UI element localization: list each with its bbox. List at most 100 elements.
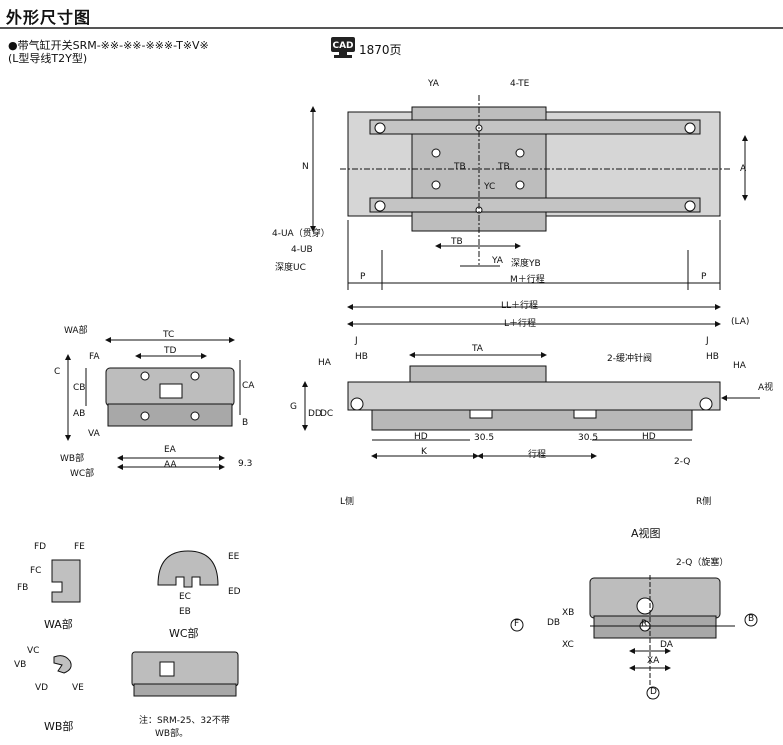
note-line2: WB部。	[155, 729, 189, 739]
detail-note-body	[131, 651, 239, 697]
detail-wa-caption: WA部	[44, 618, 73, 631]
detail-fb-label: FB	[17, 583, 29, 593]
end-cb-label: CB	[73, 383, 86, 393]
a-view-xc-label: XC	[562, 640, 574, 650]
detail-vd-label: VD	[35, 683, 49, 693]
front-a-view-label: A视	[758, 383, 774, 393]
top-tb-left-label: TB	[454, 162, 466, 172]
front-view-base	[371, 409, 693, 431]
a-view-b-label: B	[748, 614, 755, 624]
l-side-label: L侧	[340, 497, 355, 507]
top-yc-label: YC	[484, 182, 496, 192]
front-stroke-label: 行程	[528, 450, 547, 460]
front-k-label: K	[421, 447, 427, 457]
front-ha-right-label: HA	[733, 361, 746, 371]
front-ta-label: TA	[472, 344, 483, 354]
end-td-label: TD	[164, 346, 177, 356]
top-p-right-label: P	[701, 272, 707, 282]
front-q-label: 2-Q	[674, 457, 691, 467]
a-view-q-label: 2-Q（旋塞）	[676, 558, 729, 568]
front-valve-label: 2-缓冲针阀	[607, 354, 652, 364]
end-va-label: VA	[88, 429, 100, 439]
a-view-d-label: D	[650, 687, 657, 697]
front-dc-label: DC	[320, 409, 334, 419]
top-view	[310, 95, 748, 290]
top-ua-label: 4-UA（贯穿）	[272, 229, 330, 239]
end-ea-label: EA	[164, 445, 176, 455]
detail-wb	[53, 655, 72, 674]
detail-wb-caption: WB部	[44, 720, 74, 733]
end-wc-label: WC部	[70, 469, 95, 479]
cad-badge-text: CAD	[332, 41, 353, 51]
end-ca-label: CA	[242, 381, 255, 391]
end-93-label: 9.3	[238, 459, 253, 469]
end-fa-label: FA	[89, 352, 100, 362]
detail-wc	[157, 550, 219, 588]
front-dd-label: DD	[308, 409, 322, 419]
detail-eb-label: EB	[179, 607, 191, 617]
end-view	[65, 337, 241, 470]
model-heading-line1: ●带气缸开关SRM-※※-※※-※※※-T※V※	[8, 39, 209, 52]
top-m-label: M＋行程	[510, 275, 545, 285]
front-305b-label: 30.5	[578, 433, 599, 443]
front-g-label: G	[290, 402, 297, 412]
a-view-db-label: DB	[547, 618, 561, 628]
top-a-label: A	[740, 164, 747, 174]
detail-ec-label: EC	[179, 592, 191, 602]
front-hd-right-label: HD	[642, 432, 656, 442]
front-ha-left-label: HA	[318, 358, 331, 368]
end-ab-label: AB	[73, 409, 86, 419]
top-uc-label: 深度UC	[275, 263, 306, 273]
end-wa-label: WA部	[64, 326, 88, 336]
detail-ee-label: EE	[228, 552, 240, 562]
end-c-label: C	[54, 367, 61, 377]
detail-vc-label: VC	[27, 646, 40, 656]
detail-vb-label: VB	[14, 660, 27, 670]
title-underline	[0, 27, 783, 29]
model-heading-line2: (L型导线T2Y型)	[8, 52, 88, 65]
end-wb-label: WB部	[60, 454, 85, 464]
front-l-label: L＋行程	[504, 319, 537, 329]
top-te-label: 4-TE	[510, 79, 530, 89]
end-tc-label: TC	[163, 330, 175, 340]
detail-wa	[51, 559, 81, 603]
top-tb-bottom-label: TB	[451, 237, 463, 247]
detail-wc-caption: WC部	[169, 627, 199, 640]
a-view	[510, 575, 758, 700]
top-ya-bottom-label: YA	[492, 256, 503, 266]
detail-ed-label: ED	[228, 587, 241, 597]
top-n-label: N	[302, 162, 309, 172]
detail-fd-label: FD	[34, 542, 47, 552]
front-hd-left-label: HD	[414, 432, 428, 442]
note-line1: 注：SRM-25、32不带	[139, 716, 230, 726]
detail-fc-label: FC	[30, 566, 42, 576]
front-hb-right-label: HB	[706, 352, 719, 362]
a-view-xa-label: XA	[647, 656, 660, 666]
front-ll-label: LL＋行程	[501, 301, 539, 311]
page-title: 外形尺寸图	[6, 8, 92, 27]
front-view	[302, 304, 760, 459]
a-view-r-label: R	[641, 619, 648, 629]
a-view-f-label: F	[514, 619, 520, 629]
end-aa-label: AA	[164, 460, 177, 470]
front-j-right-label: J	[706, 336, 709, 346]
top-tb-right-label: TB	[498, 162, 510, 172]
a-view-da-label: DA	[660, 640, 673, 650]
top-ub-label: 4-UB	[291, 245, 313, 255]
cad-icon[interactable]: CAD	[330, 36, 356, 64]
front-la-label: (LA)	[731, 317, 750, 327]
front-view-rail	[347, 381, 721, 411]
front-hb-left-label: HB	[355, 352, 368, 362]
top-yb-label: 深度YB	[511, 259, 541, 269]
top-p-left-label: P	[360, 272, 366, 282]
model-heading: ●带气缸开关SRM-※※-※※-※※※-T※V※ (L型导线T2Y型)	[8, 39, 209, 65]
r-side-label: R侧	[696, 497, 712, 507]
end-b-label: B	[242, 418, 249, 428]
front-j-left-label: J	[355, 336, 358, 346]
cad-page-link[interactable]: 1870页	[359, 43, 402, 57]
front-305a-label: 30.5	[474, 433, 495, 443]
detail-fe-label: FE	[74, 542, 85, 552]
a-view-title: A视图	[631, 527, 661, 540]
top-ya-label: YA	[428, 79, 439, 89]
